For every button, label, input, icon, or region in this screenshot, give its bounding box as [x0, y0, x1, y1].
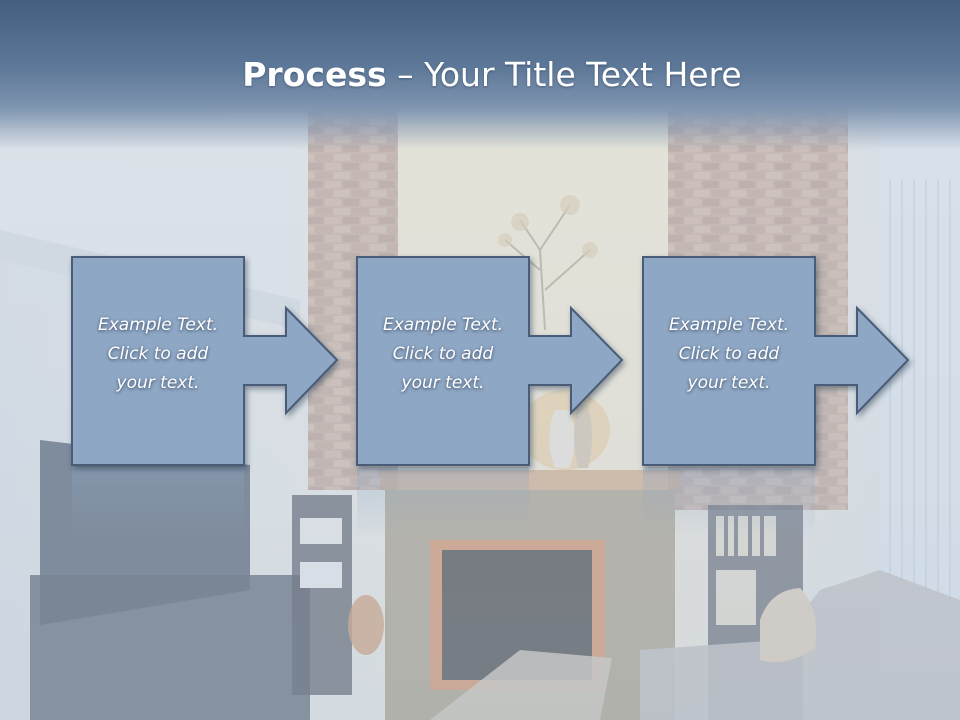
arrow-reflections — [72, 467, 815, 537]
step-2-line-3: your text. — [401, 373, 485, 393]
step-1-line-1: Example Text. — [97, 315, 219, 335]
slide-title[interactable]: Process – Your Title Text Here — [0, 52, 960, 98]
title-bold-word: Process — [242, 55, 387, 94]
process-step-1-arrow[interactable] — [71, 256, 339, 466]
step-3-line-1: Example Text. — [668, 315, 790, 335]
step-1-line-3: your text. — [116, 373, 200, 393]
step-3-line-2: Click to add — [678, 344, 780, 364]
process-step-3-text[interactable]: Example Text. Click to add your text. — [643, 311, 815, 398]
process-step-2-text[interactable]: Example Text. Click to add your text. — [357, 311, 529, 398]
process-step-1-text[interactable]: Example Text. Click to add your text. — [72, 311, 244, 398]
process-step-2-arrow[interactable] — [356, 256, 624, 466]
process-step-3-arrow[interactable] — [642, 256, 910, 466]
title-rest: – Your Title Text Here — [386, 55, 742, 94]
step-1-line-2: Click to add — [107, 344, 209, 364]
step-2-line-2: Click to add — [392, 344, 494, 364]
step-2-line-1: Example Text. — [382, 315, 504, 335]
step-3-line-3: your text. — [687, 373, 771, 393]
title-bar: Process – Your Title Text Here — [0, 0, 960, 150]
